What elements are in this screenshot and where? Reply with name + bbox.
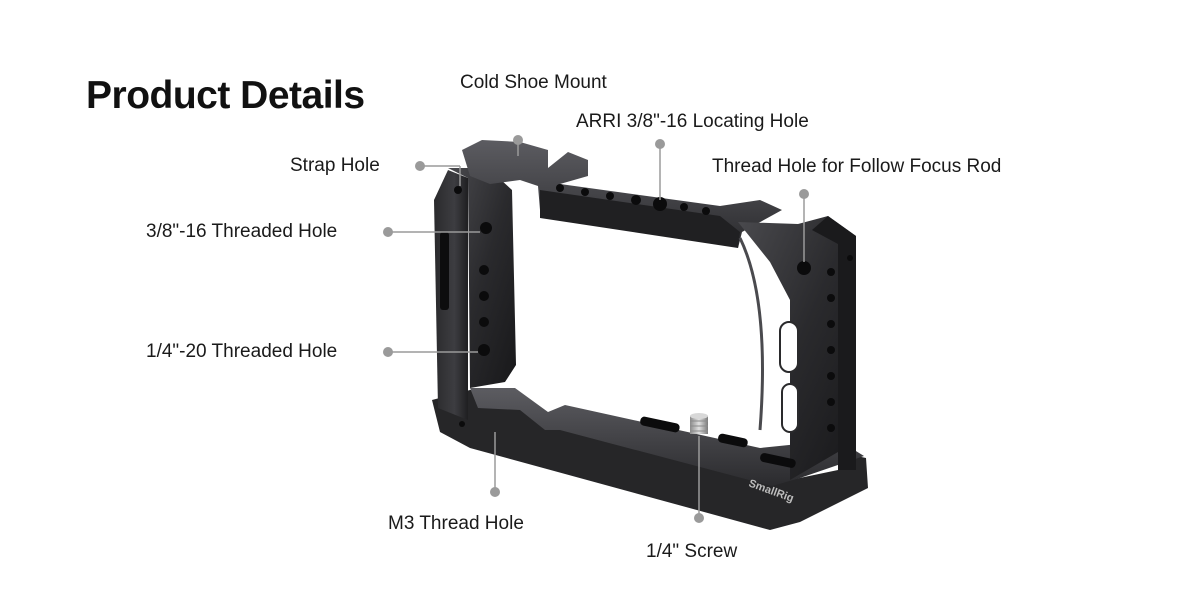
callout-quarter-screw: 1/4" Screw: [646, 541, 738, 562]
cage-body: [432, 140, 868, 530]
callout-14-20-threaded-hole: 1/4"-20 Threaded Hole: [146, 341, 338, 362]
arc-edge: [738, 237, 764, 431]
follow-focus-hole: [797, 261, 811, 275]
hole-38-16: [480, 222, 492, 234]
right-window-lower: [781, 383, 799, 433]
leader-dot-follow-focus: [799, 189, 809, 199]
leader-dot-arri: [655, 139, 665, 149]
m3-hole: [459, 421, 465, 427]
leader-dot-strap: [415, 161, 425, 171]
leader-lines: [383, 135, 809, 523]
callout-38-16-threaded-hole: 3/8"-16 Threaded Hole: [146, 221, 338, 242]
leader-dot-m3: [490, 487, 500, 497]
top-arm-front-edge: [540, 190, 740, 248]
leader-dot-14: [383, 347, 393, 357]
arri-hole: [653, 197, 667, 211]
callout-strap-hole: Strap Hole: [290, 155, 380, 176]
top-arm-holes: [556, 184, 710, 215]
left-upright: [448, 168, 516, 388]
quarter-screw: [690, 413, 708, 434]
callout-m3-thread-hole: M3 Thread Hole: [388, 513, 524, 534]
base-slots: [459, 416, 796, 468]
hole-left-3: [479, 291, 489, 301]
left-upright-holes: [454, 186, 492, 356]
page-title: Product Details: [86, 74, 365, 117]
callout-cold-shoe-mount: Cold Shoe Mount: [460, 72, 607, 93]
strap-hole: [454, 186, 462, 194]
top-arm: [462, 140, 782, 248]
right-window-upper: [779, 321, 799, 373]
hole-left-4: [479, 317, 489, 327]
leader-dot-cold-shoe: [513, 135, 523, 145]
right-upright-side: [812, 216, 856, 470]
left-side-panel: [434, 170, 468, 420]
callout-arri-locating-hole: ARRI 3/8"-16 Locating Hole: [576, 111, 809, 132]
leader-dot-38: [383, 227, 393, 237]
right-upright-holes: [797, 255, 853, 432]
left-side-slot: [440, 232, 449, 310]
hole-left-2: [479, 265, 489, 275]
callout-follow-focus-hole: Thread Hole for Follow Focus Rod: [712, 156, 1002, 177]
leader-dot-screw: [694, 513, 704, 523]
hole-14-20: [478, 344, 490, 356]
